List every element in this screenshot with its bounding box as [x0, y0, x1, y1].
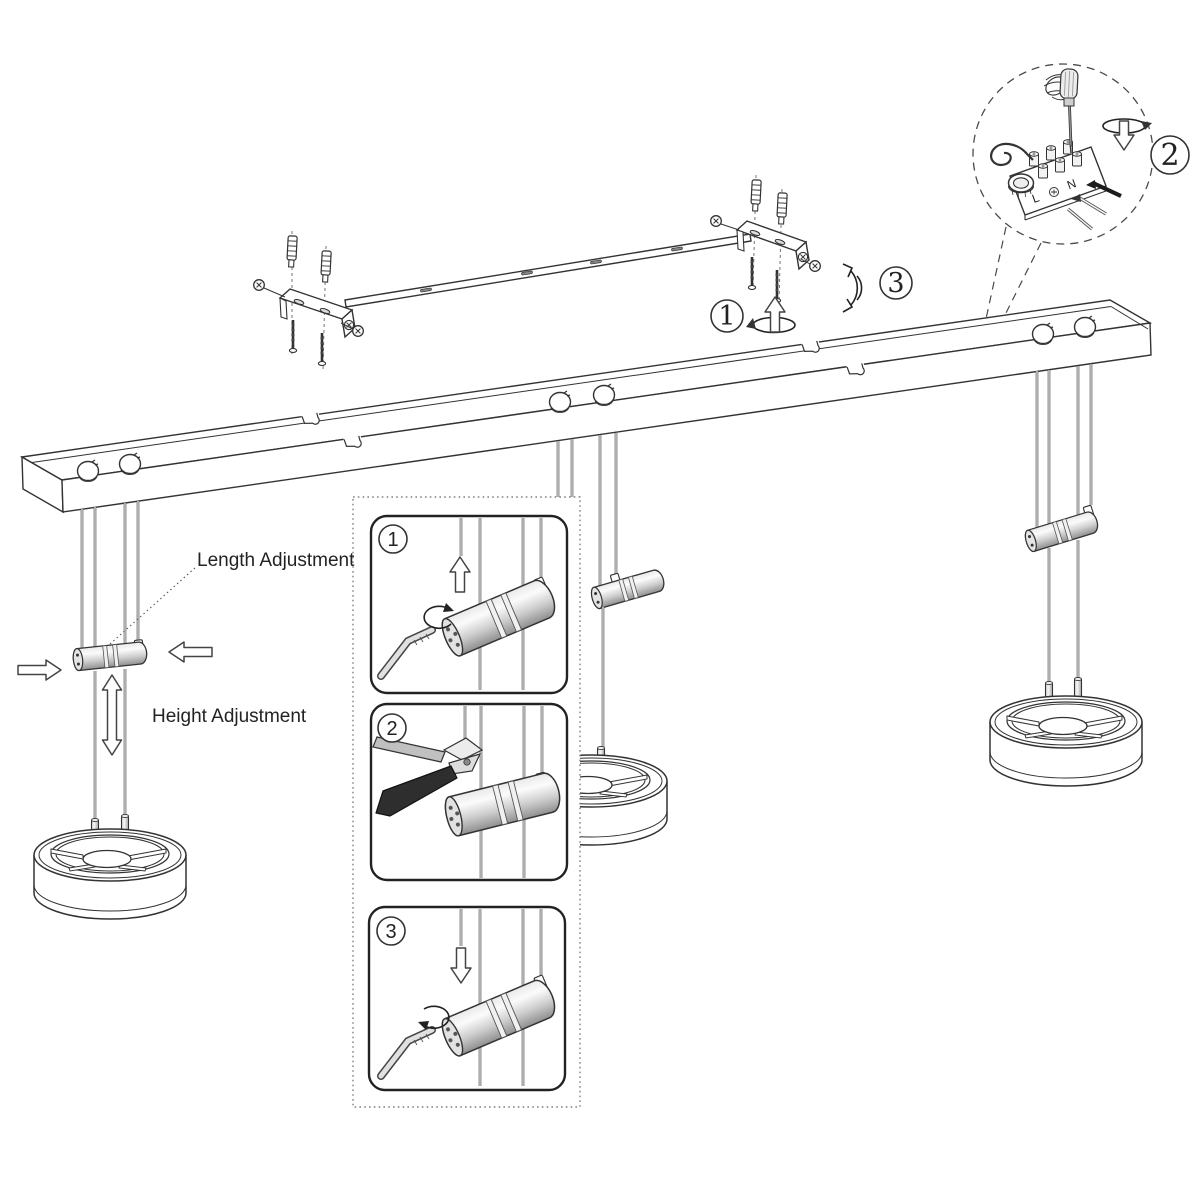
inset-step-3: 3 [367, 905, 567, 1092]
mounting-bar [344, 233, 752, 308]
suspension-cables-lower [1047, 540, 1080, 683]
step-2-number: 2 [1160, 138, 1179, 173]
step-2-badge [1150, 135, 1190, 175]
terminal-label-live: L [1030, 190, 1041, 206]
pliers-icon [372, 736, 484, 817]
wall-anchor-icon [286, 235, 298, 268]
inset-step-1: 1 [369, 514, 569, 695]
inset-step-2: 2 [369, 702, 569, 882]
ceiling-rail [19, 299, 1153, 514]
rotate-down-icon [1102, 118, 1152, 151]
suspension-cables [80, 501, 140, 648]
bracket-screw-icon [352, 325, 364, 337]
right-mounting-bracket [735, 220, 810, 271]
wall-anchor-icon [776, 192, 788, 225]
rotate-cw-icon [418, 1005, 450, 1030]
bracket-screw-icon [253, 279, 265, 291]
rail-top-face [19, 299, 1153, 481]
screw-shaft [340, 322, 354, 330]
inset-step-3-number: 3 [385, 921, 396, 943]
inset-step-2-badge [377, 713, 407, 743]
bracket-screw-icon [710, 215, 722, 227]
supply-wires [1066, 180, 1122, 231]
step-3-badge [879, 266, 913, 300]
bracket-screw-icon [809, 260, 821, 272]
mounting-bar-assembly: 1 3 [253, 174, 913, 371]
ground-wire-curl-icon [989, 142, 1034, 167]
earth-symbol-icon [1049, 187, 1059, 197]
inset-cables [459, 909, 543, 1086]
suspension-cables-lower [93, 669, 127, 820]
step-1-number: 1 [718, 301, 735, 332]
wall-anchor-icon [750, 179, 762, 212]
pendant-shade [989, 695, 1143, 787]
step-3-number: 3 [887, 268, 904, 299]
screw-shaft [263, 287, 286, 298]
right-pendant [989, 364, 1143, 787]
push-right-arrow-icon [17, 659, 62, 681]
adjustment-inset-panel: 1 2 [352, 496, 581, 1108]
strain-relief-gland-icon [1007, 173, 1035, 198]
swing-double-arrow-icon [842, 263, 863, 313]
screwdriver-icon [1043, 68, 1079, 154]
mounting-bar-slots [420, 246, 683, 293]
mounting-screw-icon [317, 331, 327, 367]
mounting-screw-icon [747, 255, 757, 291]
terminal-posts [1029, 139, 1082, 179]
inset-step-3-badge [376, 916, 406, 946]
rotate-ccw-icon [423, 603, 454, 630]
rail-front-face [61, 322, 1152, 513]
pendant-shade [33, 828, 187, 920]
inset-step-1-number: 1 [387, 529, 398, 551]
mounting-screw-icon [288, 318, 298, 354]
adjustment-barrel [1022, 509, 1101, 554]
length-leader-line [109, 566, 197, 645]
step-1-badge [710, 299, 744, 333]
inset-step-1-badge [378, 524, 408, 554]
rail-inner-edge [31, 306, 1149, 463]
inset-step-2-number: 2 [386, 718, 397, 740]
height-double-arrow-icon [101, 674, 123, 756]
screw-shaft [720, 223, 740, 231]
length-adjustment-label: Length Adjustment [197, 550, 355, 571]
down-arrow-icon [1113, 120, 1135, 151]
push-left-arrow-icon [168, 641, 213, 663]
height-adjustment-label: Height Adjustment [152, 706, 307, 727]
left-pendant: Length Adjustment Height Adjustment [17, 501, 355, 920]
terminal-block: L N [1009, 139, 1107, 221]
down-arrow-icon [450, 947, 472, 984]
wall-anchor-icon [320, 250, 332, 283]
screw-shaft [800, 258, 811, 265]
rotate-and-lift-icon [746, 296, 796, 334]
adjustment-barrel [71, 640, 149, 672]
suspension-cables [1035, 364, 1093, 528]
up-arrow-icon [764, 296, 786, 333]
wiring-detail-callout: L N [972, 63, 1190, 352]
